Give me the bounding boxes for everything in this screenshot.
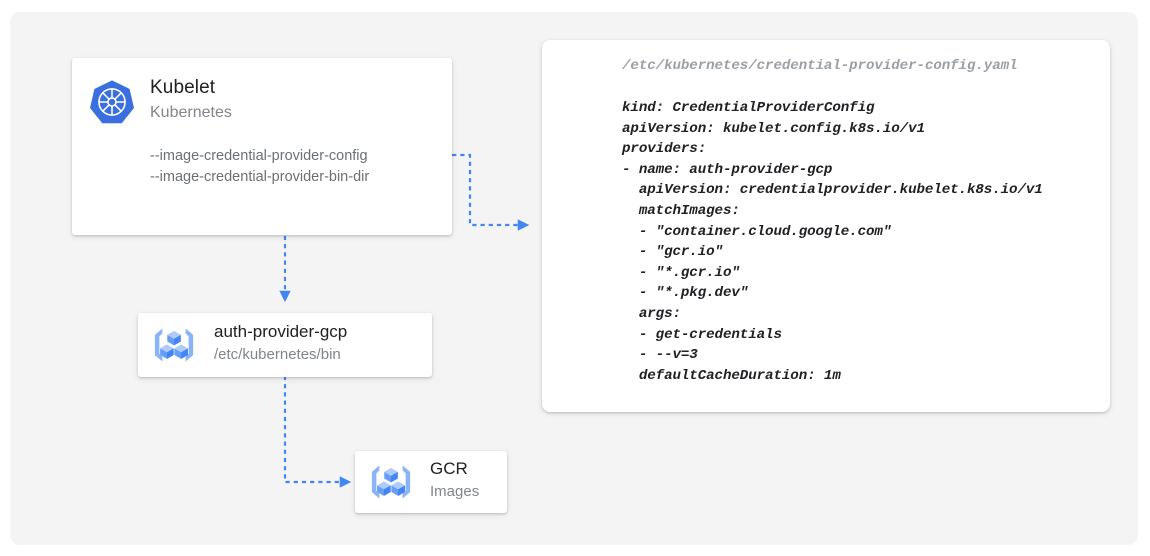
node-kubelet[interactable]: Kubelet Kubernetes --image-credential-pr…: [72, 58, 452, 235]
code-panel-yaml: kind: CredentialProviderConfig apiVersio…: [622, 100, 1043, 384]
node-kubelet-title: Kubelet: [150, 77, 216, 98]
node-auth-provider-title: auth-provider-gcp: [214, 322, 348, 341]
node-kubelet-subtitle: Kubernetes: [150, 104, 232, 121]
node-auth-provider-gcp[interactable]: auth-provider-gcp /etc/kubernetes/bin: [138, 313, 432, 377]
code-panel: /etc/kubernetes/credential-provider-conf…: [542, 40, 1110, 412]
code-panel-path: /etc/kubernetes/credential-provider-conf…: [622, 58, 1018, 74]
kubelet-flag-bin-dir: --image-credential-provider-bin-dir: [150, 169, 370, 185]
container-registry-icon: [154, 328, 194, 362]
node-gcr[interactable]: GCR Images: [355, 451, 507, 513]
kubelet-flag-config: --image-credential-provider-config: [150, 148, 368, 164]
node-auth-provider-subtitle: /etc/kubernetes/bin: [214, 346, 341, 363]
node-gcr-subtitle: Images: [430, 483, 480, 500]
node-gcr-title: GCR: [430, 459, 468, 478]
container-registry-icon: [371, 465, 411, 499]
kubernetes-logo-icon: [90, 80, 134, 124]
